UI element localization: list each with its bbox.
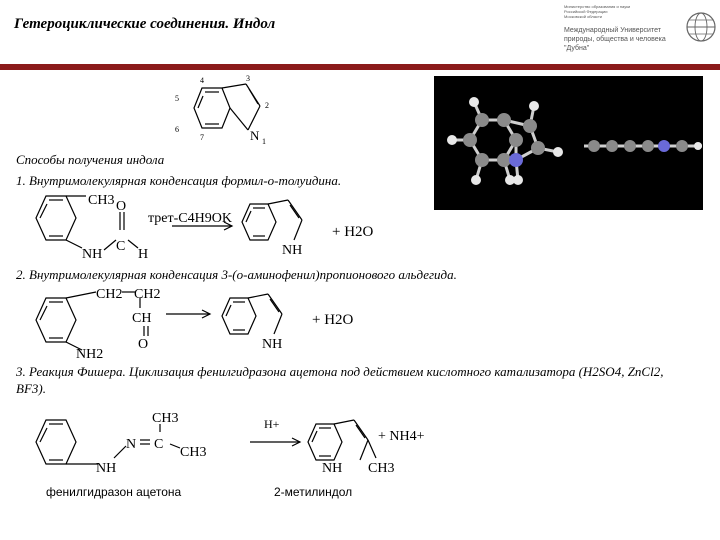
r1-ch3-label: CH3 (88, 193, 114, 208)
indole-number-2: 2 (265, 101, 269, 110)
reaction-1-scheme: CH3 NH C O H трет-C4H9OK NH + H2O (35, 193, 374, 262)
r1-product-nh: NH (282, 243, 302, 258)
university-name-line-3: "Дубна" (564, 45, 590, 52)
r2-ch-label: CH (132, 311, 151, 326)
r3-c-label: C (154, 437, 163, 452)
reaction-2-scheme: CH2 CH2 CH O NH2 NH + H2O (35, 287, 354, 360)
r2-nh2-label: NH2 (76, 347, 103, 360)
r3-product-caption: 2-метилиндол (274, 485, 352, 499)
r2-ch2-a: CH2 (96, 287, 122, 302)
r3-n-label: N (126, 437, 136, 452)
indole-nitrogen: N (250, 128, 260, 143)
university-logo (686, 12, 716, 42)
r2-byproduct: + H2O (312, 312, 354, 328)
r2-ch2-b: CH2 (134, 287, 160, 302)
r2-o-label: O (138, 337, 148, 352)
r2-product-nh: NH (262, 337, 282, 352)
page-title: Гетероциклические соединения. Индол (14, 16, 276, 32)
logo-caption-line-1: Министерство образования и науки (564, 4, 631, 9)
logo-caption-line-2: Российской Федерации (564, 9, 608, 14)
r1-reagent: трет-C4H9OK (148, 211, 232, 226)
indole-number-6: 6 (175, 125, 179, 134)
r3-ch3-right: CH3 (180, 445, 206, 460)
indole-number-7: 7 (200, 133, 204, 142)
r3-product-ch3: CH3 (368, 461, 394, 476)
university-name-line-1: Международный Университет (564, 27, 661, 34)
header-divider (0, 64, 720, 70)
r3-catalyst: H+ (264, 417, 280, 431)
r3-product-nh: NH (322, 461, 342, 476)
method-1-title: 1. Внутримолекулярная конденсация формил… (16, 173, 342, 188)
r3-byproduct: + NH4+ (378, 429, 425, 444)
indole-3d-model (434, 76, 703, 210)
university-name-line-2: природы, общества и человека (564, 36, 666, 43)
logo-caption-line-3: Московской области (564, 14, 603, 19)
r1-byproduct: + H2O (332, 224, 374, 240)
r3-reactant-caption: фенилгидразон ацетона (46, 485, 182, 499)
indole-number-1: 1 (262, 137, 266, 146)
r1-nh-label: NH (82, 247, 102, 262)
method-3-title: 3. Реакция Фишера. Циклизация фенилгидра… (16, 364, 664, 396)
r1-o-label: O (116, 199, 126, 214)
indole-structure: 4 3 2 5 6 7 N 1 (175, 74, 269, 146)
reaction-3-scheme: NH N C CH3 CH3 H+ NH CH3 + NH4+ фенилгид… (35, 411, 425, 499)
indole-number-3: 3 (246, 74, 250, 83)
r1-c-label: C (116, 239, 125, 254)
r1-h-label: H (138, 247, 148, 262)
r3-ch3-top: CH3 (152, 411, 178, 426)
r3-nh-label: NH (96, 461, 116, 476)
indole-number-4: 4 (200, 76, 204, 85)
methods-heading: Способы получения индола (16, 152, 165, 167)
method-2-title: 2. Внутримолекулярная конденсация 3-(о-а… (16, 267, 457, 282)
indole-number-5: 5 (175, 94, 179, 103)
